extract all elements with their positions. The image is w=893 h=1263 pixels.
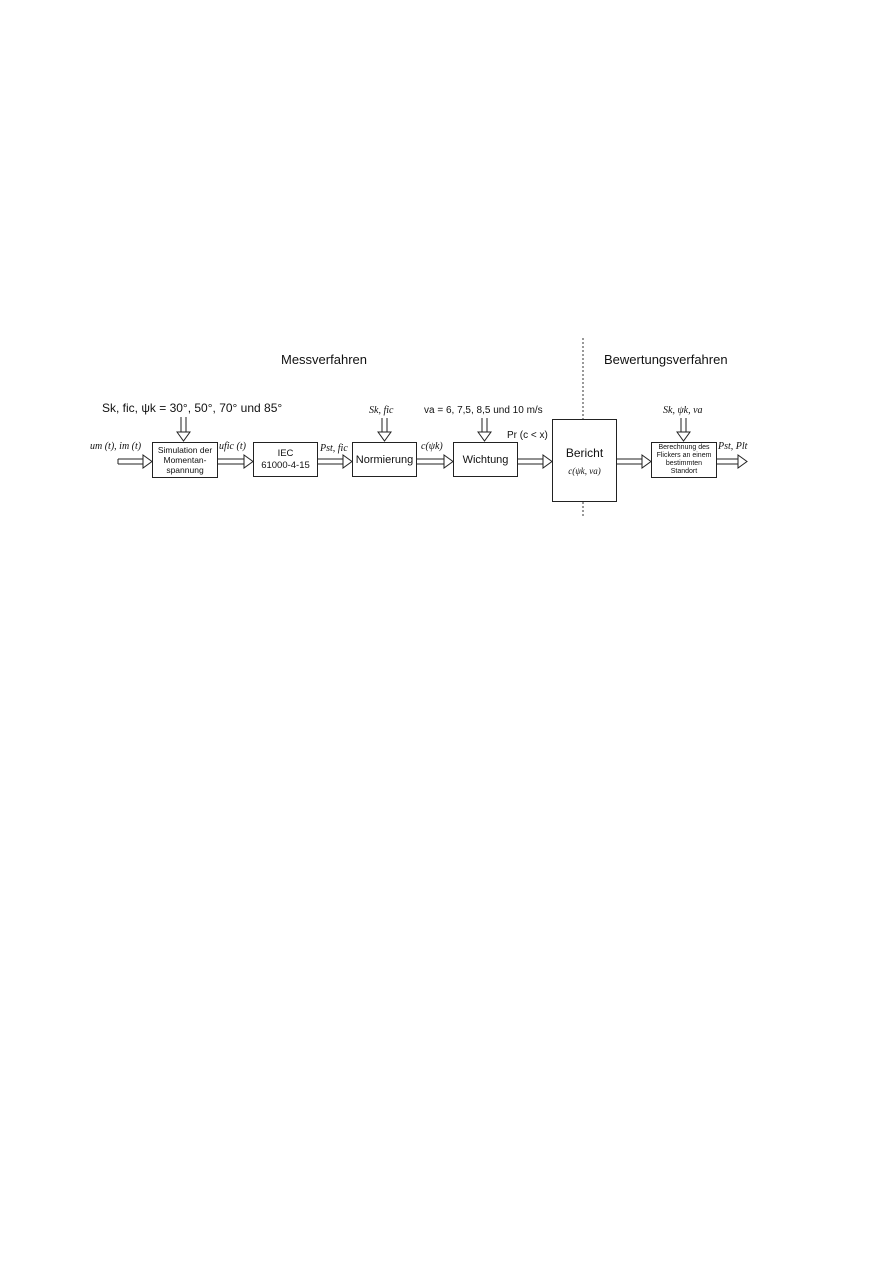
box-normierung: Normierung <box>352 442 417 477</box>
arrow-normierung-to-wichtung <box>416 454 454 469</box>
box-berechnung-line1: Berechnung des <box>658 444 710 451</box>
section-title-messverfahren: Messverfahren <box>281 352 367 367</box>
label-pst-fic: Pst, fic <box>320 443 348 454</box>
arrow-down-wichtung <box>477 418 492 442</box>
box-berechnung: Berechnung des Flickers an einem bestimm… <box>651 442 717 478</box>
section-title-bewertungsverfahren: Bewertungsverfahren <box>604 352 728 367</box>
box-wichtung-label: Wichtung <box>462 453 509 466</box>
box-iec: IEC 61000-4-15 <box>253 442 318 477</box>
box-simulation: Simulation der Momentan- spannung <box>152 442 218 478</box>
box-berechnung-line2: Flickers an einem <box>656 452 712 459</box>
box-bericht: Bericht c(ψk, va) <box>552 419 617 502</box>
arrow-output <box>716 454 748 469</box>
arrow-wichtung-to-bericht <box>517 454 553 469</box>
label-output-pst-plt: Pst, Plt <box>718 441 748 452</box>
box-simulation-line2: Momentan- <box>163 455 207 465</box>
box-wichtung: Wichtung <box>453 442 518 477</box>
label-sk-fic-psi: Sk, fic, ψk = 30°, 50°, 70° und 85° <box>102 401 283 415</box>
box-berechnung-line4: Standort <box>670 468 698 475</box>
box-iec-line1: IEC <box>277 447 294 459</box>
box-berechnung-line3: bestimmten <box>665 460 703 467</box>
label-ufic: ufic (t) <box>219 441 246 452</box>
box-simulation-line3: spannung <box>166 465 204 475</box>
arrow-bericht-to-berechnung <box>616 454 652 469</box>
arrow-iec-to-normierung <box>317 454 353 469</box>
label-c-psi: c(ψk) <box>421 441 443 452</box>
label-um-im: um (t), im (t) <box>90 441 142 452</box>
box-iec-line2: 61000-4-15 <box>261 459 310 471</box>
label-va: va = 6, 7,5, 8,5 und 10 m/s <box>424 405 543 416</box>
label-sk-psi-va: Sk, ψk, va <box>663 405 703 416</box>
arrow-down-simulation <box>176 417 191 442</box>
arrow-input-to-simulation <box>117 454 153 469</box>
box-bericht-formula: c(ψk, va) <box>568 465 601 476</box>
box-simulation-line1: Simulation der <box>157 445 213 455</box>
arrow-simulation-to-iec <box>217 454 254 469</box>
label-sk-fic-normierung: Sk, fic <box>369 405 394 416</box>
arrow-down-normierung <box>377 418 392 442</box>
label-pr: Pr (c < x) <box>507 430 548 441</box>
arrow-down-berechnung <box>676 418 691 442</box>
box-normierung-label: Normierung <box>355 453 414 466</box>
box-bericht-title: Bericht <box>565 445 604 460</box>
